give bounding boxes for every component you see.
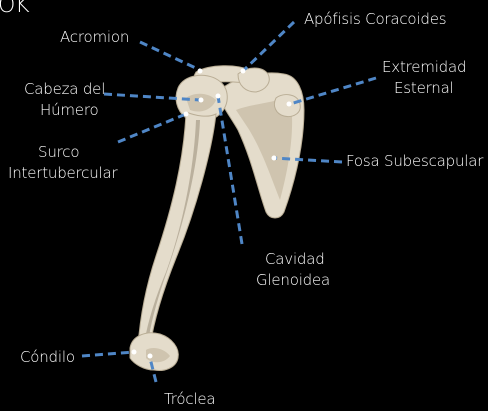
leader-acromion <box>140 42 200 70</box>
leader-condilo <box>82 352 134 356</box>
dot-fosa <box>272 156 277 161</box>
dot-extremidad <box>287 102 292 107</box>
dot-cabeza <box>199 98 204 103</box>
label-troclea: Tróclea <box>164 390 215 408</box>
label-cabeza-line2: Húmero <box>40 101 98 119</box>
leader-surco <box>118 114 186 142</box>
dot-cavidad <box>216 94 221 99</box>
label-surco-line2: Intertubercular <box>8 164 118 182</box>
dot-acromion <box>198 69 203 74</box>
label-cavidad-line1: Cavidad <box>265 250 325 268</box>
corner-text: OK <box>0 0 30 18</box>
label-extremidad-line1: Extremidad <box>382 58 466 76</box>
dot-troclea <box>148 354 153 359</box>
label-cavidad-line2: Glenoidea <box>256 271 330 289</box>
label-surco-line1: Surco <box>38 143 79 161</box>
label-condilo: Cóndilo <box>20 348 75 366</box>
humerus-shaft <box>138 112 216 346</box>
label-fosa: Fosa Subescapular <box>346 152 484 170</box>
dot-coracoides <box>241 69 246 74</box>
leader-coracoides <box>244 22 294 70</box>
bone-illustration <box>130 66 304 371</box>
label-coracoides: Apófisis Coracoides <box>304 10 446 28</box>
label-acromion: Acromion <box>60 28 129 46</box>
dot-surco <box>184 112 189 117</box>
label-extremidad-line2: Esternal <box>394 79 454 97</box>
dot-condilo <box>132 350 137 355</box>
label-cabeza-line1: Cabeza del <box>24 80 105 98</box>
